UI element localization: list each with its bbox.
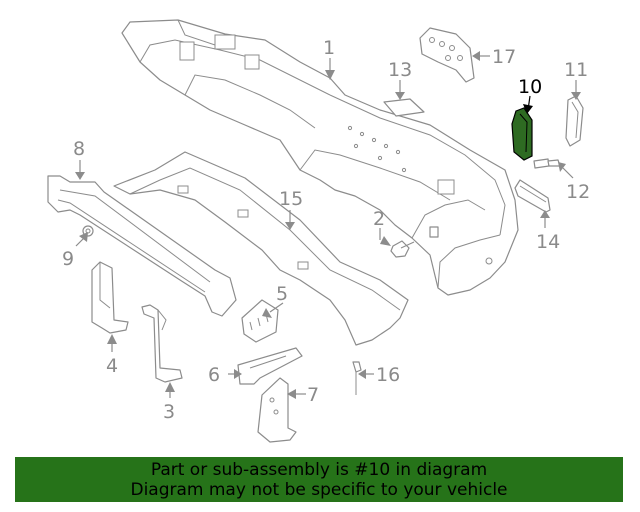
part-3-bracket[interactable] [141, 304, 183, 383]
part-13-pad[interactable] [383, 98, 425, 117]
part-16-push-retainer[interactable] [352, 361, 362, 395]
part-4-support-bracket[interactable] [91, 261, 129, 334]
part-14-bracket[interactable] [514, 179, 551, 213]
part-1-bumper-cover[interactable] [121, 19, 519, 296]
info-banner: Part or sub-assembly is #10 in diagram D… [15, 457, 623, 502]
part-12-push-pin[interactable] [533, 158, 561, 169]
callout-11: 11 [564, 59, 588, 81]
banner-line-2: Diagram may not be specific to your vehi… [130, 479, 508, 500]
banner-line-1: Part or sub-assembly is #10 in diagram [150, 459, 488, 480]
part-15-lower-skirt[interactable] [113, 151, 409, 346]
callout-17: 17 [492, 46, 516, 68]
callout-14: 14 [536, 231, 560, 253]
callout-4: 4 [106, 355, 118, 377]
callout-16: 16 [376, 364, 400, 386]
callout-3: 3 [163, 401, 175, 423]
callout-5: 5 [276, 283, 288, 305]
part-8-reinforcement-beam[interactable] [47, 175, 237, 317]
leader-lines [75, 51, 581, 399]
callout-labels: 1 2 3 4 5 6 7 8 9 10 11 12 13 14 15 16 1… [62, 37, 590, 423]
part-6-extension-bracket[interactable] [237, 347, 303, 385]
callout-9: 9 [62, 248, 74, 270]
part-5-clip[interactable] [241, 299, 279, 343]
callout-7: 7 [307, 384, 319, 406]
part-7-lower-mount[interactable] [257, 377, 297, 443]
callout-10-highlighted: 10 [518, 76, 542, 98]
parts-diagram: 1 2 3 4 5 6 7 8 9 10 11 12 13 14 15 16 1… [47, 19, 590, 443]
callout-13: 13 [388, 59, 412, 81]
part-11-molding[interactable] [565, 95, 584, 147]
part-10-molding[interactable] [511, 107, 533, 161]
callout-8: 8 [73, 138, 85, 160]
callout-2: 2 [373, 208, 385, 230]
callout-12: 12 [566, 181, 590, 203]
callout-15: 15 [279, 188, 303, 210]
part-17-mount-bracket[interactable] [419, 27, 475, 83]
part-2-bolt[interactable] [390, 240, 415, 258]
callout-6: 6 [208, 364, 220, 386]
callout-1: 1 [323, 37, 335, 59]
